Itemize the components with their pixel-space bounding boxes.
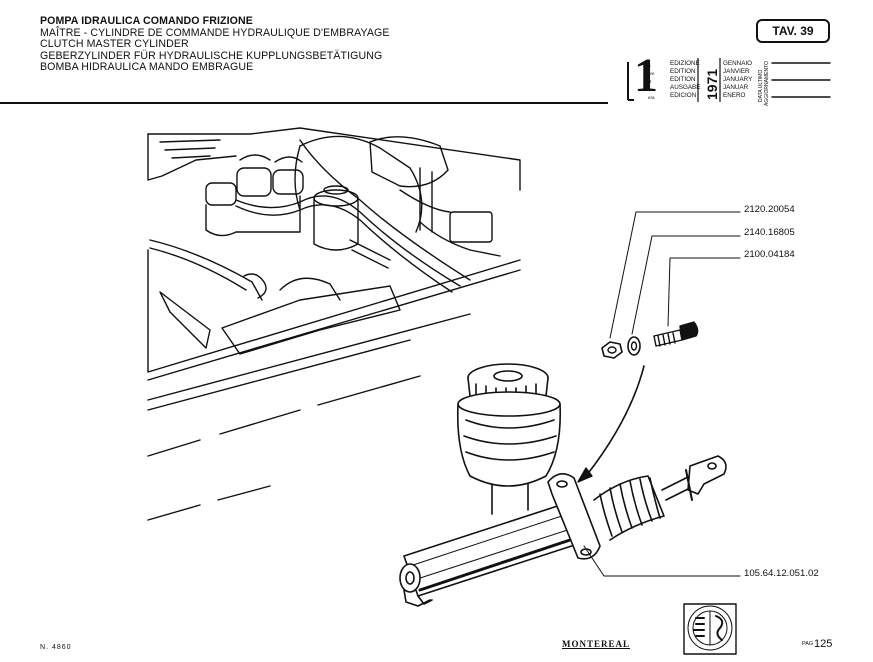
drawing-number: N. 4860 bbox=[40, 644, 72, 651]
title-english: CLUTCH MASTER CYLINDER bbox=[40, 38, 189, 51]
header-rule bbox=[0, 102, 608, 104]
page-label: PAG bbox=[802, 641, 814, 647]
engine-bay-drawing bbox=[147, 127, 521, 521]
header-titles: POMPA IDRAULICA COMANDO FRIZIONE MAÎTRE … bbox=[40, 15, 390, 74]
title-spanish: BOMBA HIDRAULICA MANDO EMBRAGUE bbox=[40, 61, 254, 74]
title-french: MAÎTRE - CYLINDRE DE COMMANDE HYDRAULIQU… bbox=[40, 26, 390, 39]
leader-lines bbox=[583, 211, 741, 577]
title-italian: POMPA IDRAULICA COMANDO FRIZIONE bbox=[40, 15, 253, 27]
part-number-washer: 2140.16805 bbox=[744, 227, 795, 238]
edition-months: GENNAIO JANVIER JANUARY JANUAR ENERO bbox=[723, 60, 753, 99]
part-number-bolt: 2100.04184 bbox=[744, 249, 795, 260]
page-number: 125 bbox=[814, 638, 833, 650]
master-cylinder bbox=[399, 363, 727, 607]
edition-block: 1 a ère st · era EDIZIONE EDITION EDITIO… bbox=[626, 52, 758, 102]
edition-frame bbox=[627, 58, 721, 102]
table-label: TAV. 39 bbox=[772, 24, 814, 38]
part-number-master-cylinder: 105.64.12.051.02 bbox=[744, 568, 819, 579]
edition-number: 1 bbox=[634, 49, 658, 102]
brand-name: MONTEREAL bbox=[562, 639, 631, 649]
title-german: GEBERZYLINDER FÜR HYDRAULISCHE KUPPLUNGS… bbox=[40, 49, 383, 62]
brand-emblem-icon bbox=[683, 603, 737, 655]
edition-labels: EDIZIONE EDITION EDITION AUSGABE EDICION bbox=[670, 60, 701, 99]
fastener-parts bbox=[601, 321, 699, 359]
edition-ordinals: a ère st · era bbox=[648, 63, 655, 100]
table-label-box: TAV. 39 bbox=[756, 19, 830, 43]
part-number-nut: 2120.20054 bbox=[744, 204, 795, 215]
